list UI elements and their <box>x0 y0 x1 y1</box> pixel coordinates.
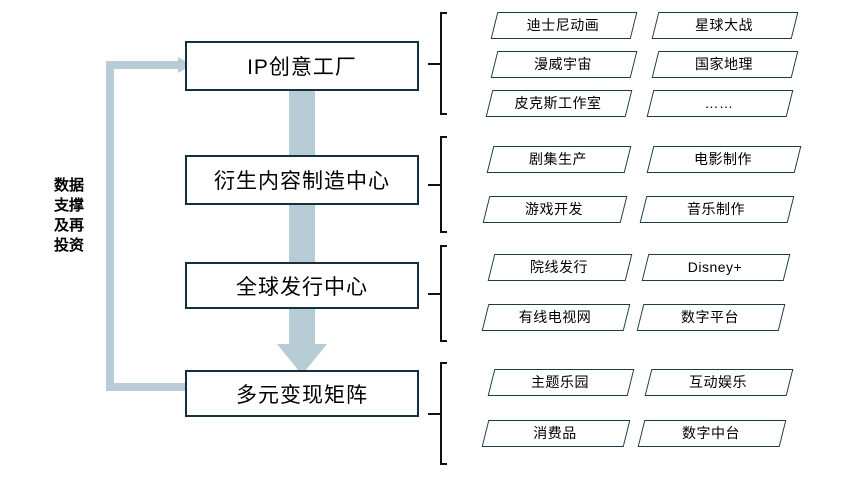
chip-item[interactable]: 星球大战 <box>651 12 799 39</box>
brace-cap-bottom <box>440 113 447 115</box>
chip-item[interactable]: 主题乐园 <box>487 369 635 396</box>
brace-cap-bottom <box>440 231 447 233</box>
chip-item[interactable]: 院线发行 <box>487 254 633 281</box>
chip-item[interactable]: 有线电视网 <box>481 304 631 331</box>
brace-tick <box>428 292 441 295</box>
feedback-label: 数据 支撑 及再 投资 <box>38 176 100 256</box>
stage-box-ip-creative-factory[interactable]: IP创意工厂 <box>185 41 419 91</box>
chip-label: 数字平台 <box>681 308 739 325</box>
brace-group-4 <box>428 362 450 465</box>
chip-item[interactable]: 消费品 <box>481 420 631 447</box>
chip-label: 院线发行 <box>530 258 588 275</box>
brace-cap-top <box>440 362 447 364</box>
brace-cap-top <box>440 136 447 138</box>
brace-tick <box>428 62 441 65</box>
stage-box-derivative-content-center[interactable]: 衍生内容制造中心 <box>185 155 419 205</box>
chip-label: 国家地理 <box>695 55 753 72</box>
chip-label: 漫威宇宙 <box>534 55 592 72</box>
chip-label: 数字中台 <box>682 424 740 441</box>
brace-cap-bottom <box>440 340 447 342</box>
chip-item[interactable]: Disney+ <box>641 254 791 281</box>
brace-cap-bottom <box>440 463 447 465</box>
chip-label: 星球大战 <box>695 16 753 33</box>
chip-item[interactable]: 剧集生产 <box>486 146 632 173</box>
brace-tick <box>428 412 441 415</box>
chip-label: 互动娱乐 <box>689 373 747 390</box>
chip-item[interactable]: 游戏开发 <box>482 196 628 223</box>
chip-item[interactable]: 数字中台 <box>637 420 787 447</box>
chip-label: 有线电视网 <box>518 308 592 325</box>
chip-item[interactable]: 漫威宇宙 <box>490 51 638 78</box>
chip-label: 迪士尼动画 <box>526 16 600 33</box>
chip-item[interactable]: 电影制作 <box>646 146 802 173</box>
stage-title: 全球发行中心 <box>236 275 368 299</box>
brace-bar <box>440 362 442 465</box>
feedback-label-line-1: 数据 <box>53 177 84 194</box>
brace-group-2 <box>428 136 450 233</box>
chip-label: 消费品 <box>533 424 577 441</box>
stage-title: 衍生内容制造中心 <box>214 170 390 193</box>
chip-label: 主题乐园 <box>531 373 589 390</box>
stage-box-global-distribution-center[interactable]: 全球发行中心 <box>185 262 419 309</box>
chip-item[interactable]: 迪士尼动画 <box>490 12 638 39</box>
brace-tick <box>428 183 441 186</box>
brace-group-1 <box>428 12 450 115</box>
brace-bar <box>440 136 442 233</box>
chip-item[interactable]: 音乐制作 <box>639 196 795 223</box>
brace-bar <box>440 245 442 342</box>
stage-box-monetization-matrix[interactable]: 多元变现矩阵 <box>185 370 419 417</box>
brace-cap-top <box>440 245 447 247</box>
brace-bar <box>440 12 442 115</box>
chip-label: …… <box>704 94 734 111</box>
brace-cap-top <box>440 12 447 14</box>
feedback-label-line-2: 支撑 <box>53 197 84 214</box>
chip-item[interactable]: …… <box>646 90 794 117</box>
stage-title: IP创意工厂 <box>247 56 357 79</box>
chip-label: 游戏开发 <box>525 200 583 217</box>
chip-label: 皮克斯工作室 <box>514 94 602 111</box>
feedback-label-line-3: 及再 <box>53 217 84 234</box>
chip-item[interactable]: 国家地理 <box>651 51 799 78</box>
chip-label: 音乐制作 <box>687 200 745 217</box>
chip-item[interactable]: 互动娱乐 <box>644 369 794 396</box>
chip-label: 剧集生产 <box>529 150 587 167</box>
chip-item[interactable]: 皮克斯工作室 <box>485 90 633 117</box>
chip-item[interactable]: 数字平台 <box>636 304 786 331</box>
process-flow-arrow <box>277 88 327 375</box>
feedback-label-line-4: 投资 <box>53 237 84 254</box>
chip-label: Disney+ <box>687 258 743 275</box>
chip-label: 电影制作 <box>694 150 752 167</box>
stage-title: 多元变现矩阵 <box>236 383 368 407</box>
reinvestment-feedback-arrow <box>106 57 192 391</box>
brace-group-3 <box>428 245 450 342</box>
